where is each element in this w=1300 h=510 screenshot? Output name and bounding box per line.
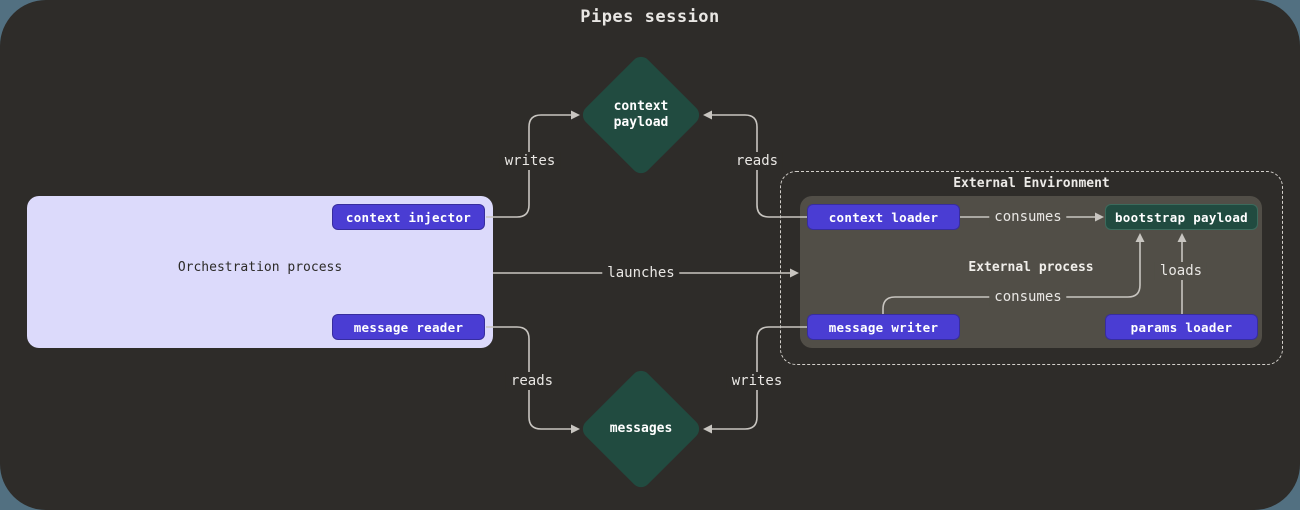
node-context-payload-label: context payload xyxy=(613,99,669,130)
edge-label-writes-top: writes xyxy=(499,152,561,170)
external-environment-box: External Environment External process co… xyxy=(780,171,1283,365)
edge-label-writes-bottom: writes xyxy=(726,372,788,390)
edge-label-reads-bottom: reads xyxy=(505,372,559,390)
diagram-title: Pipes session xyxy=(580,7,720,27)
node-context-loader: context loader xyxy=(807,204,960,230)
edge-label-loads: loads xyxy=(1154,262,1208,280)
node-message-reader: message reader xyxy=(332,314,485,340)
node-context-injector: context injector xyxy=(332,204,485,230)
orchestration-process-label: Orchestration process xyxy=(177,260,343,275)
node-message-writer: message writer xyxy=(807,314,960,340)
node-bootstrap-payload: bootstrap payload xyxy=(1105,204,1258,230)
external-environment-label: External Environment xyxy=(953,176,1110,191)
orchestration-process-box: Orchestration process context injector m… xyxy=(27,196,493,348)
edge-label-consumes-bottom: consumes xyxy=(989,288,1067,306)
node-messages-label: messages xyxy=(609,421,673,437)
edge-label-launches: launches xyxy=(602,264,680,282)
edge-label-reads-top: reads xyxy=(730,152,784,170)
edge-label-consumes-top: consumes xyxy=(989,208,1067,226)
node-params-loader: params loader xyxy=(1105,314,1258,340)
